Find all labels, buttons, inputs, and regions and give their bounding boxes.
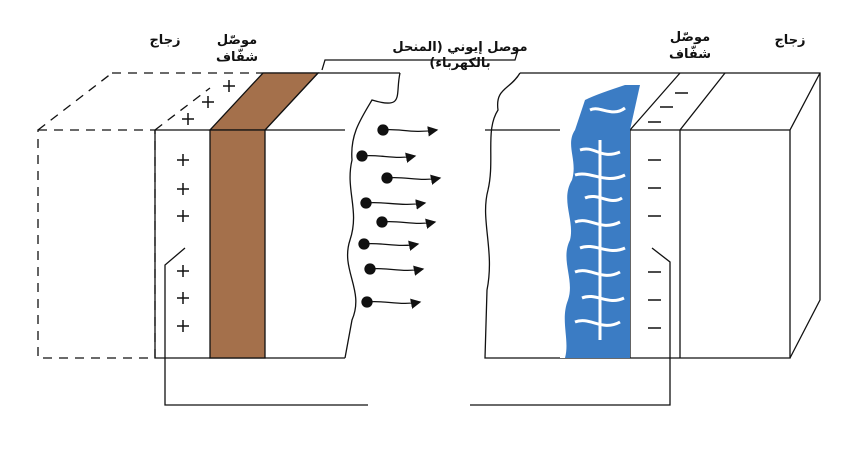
label-conductor-left-1: موصّل (216, 33, 258, 48)
blue-pattern-gaps (574, 106, 626, 340)
label-conductor-right-2: شفّاف (668, 47, 712, 62)
minus-signs (648, 92, 688, 329)
left-circuit-wire (164, 247, 368, 406)
plus-signs (177, 80, 235, 332)
label-electrolyte: موصل إيوني (المنحل بالكهرباء) (392, 40, 528, 71)
ion-arrows (356, 124, 442, 309)
left-transparent-conductor-top (208, 72, 320, 131)
label-conductor-right-1: موصّل (669, 30, 711, 45)
electrolyte-bracket (321, 49, 519, 71)
label-conductor-left-2: شفّاف (215, 50, 259, 65)
left-block (154, 72, 401, 359)
left-wavy-edge (344, 72, 401, 359)
label-glass-right: زجاج (774, 33, 806, 48)
right-circuit-wire (470, 247, 671, 406)
label-glass-left: زجاج (149, 33, 181, 48)
right-block (484, 72, 821, 359)
right-wavy-edge (484, 72, 791, 359)
left-transparent-conductor (209, 129, 266, 359)
